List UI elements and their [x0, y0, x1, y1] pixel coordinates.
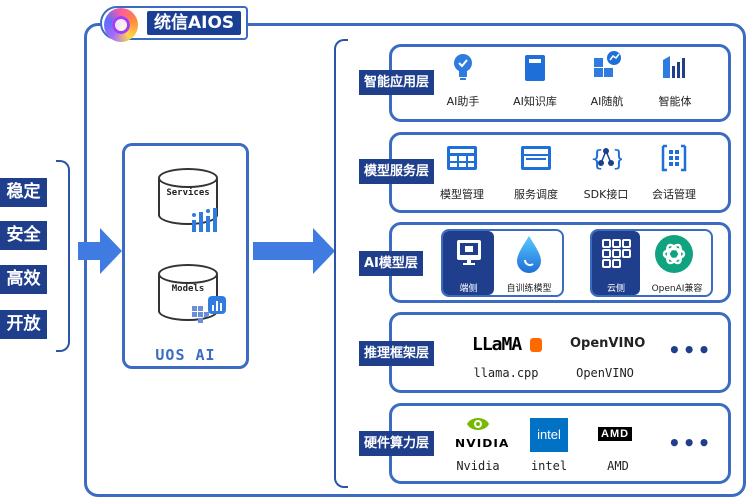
service-item-model-mgmt: 模型管理 — [440, 188, 484, 201]
aios-logo-ring-icon — [112, 16, 130, 34]
app-item-assistant: AI助手 — [446, 95, 480, 108]
openai-icon — [655, 235, 693, 273]
hardware-item-nvidia: Nvidia — [456, 459, 500, 473]
droplet-icon — [517, 236, 541, 273]
framework-item-openvino: OpenVINO — [576, 366, 634, 380]
llama-logo-icon — [530, 338, 542, 352]
nvidia-logo: NVIDIA — [455, 437, 510, 450]
session-management-icon — [661, 144, 687, 172]
models-label: Models — [171, 284, 205, 294]
pillar-efficient: 高效 — [0, 265, 47, 294]
framework-item-llama: llama.cpp — [473, 366, 539, 380]
models-cylinder-top — [158, 264, 218, 284]
uos-ai-box — [122, 143, 249, 369]
edge-tile-label: 端侧 — [459, 284, 478, 294]
service-layer-label: 模型服务层 — [359, 159, 435, 184]
hardware-layer-label: 硬件算力层 — [359, 431, 435, 456]
hardware-more: ••• — [668, 431, 713, 455]
pillar-stable: 稳定 — [0, 178, 47, 207]
svg-text:}: } — [612, 147, 622, 172]
models-grid-icon — [192, 296, 226, 323]
page-title: 统信AIOS — [147, 11, 242, 35]
amd-logo: AMD — [598, 427, 633, 441]
cloud-tile-label: 云侧 — [606, 284, 625, 294]
right-bracket — [334, 39, 348, 488]
cloud-model-group — [590, 229, 713, 297]
navigation-icon — [594, 51, 621, 77]
hardware-item-amd: AMD — [607, 459, 629, 473]
arrow-head-icon — [313, 228, 335, 274]
llama-logo: LLaMA — [472, 334, 522, 355]
app-item-knowledge: AI知识库 — [513, 95, 557, 108]
cloud-item-label: OpenAI兼容 — [651, 284, 703, 294]
service-item-session: 会话管理 — [652, 188, 696, 201]
sdk-interface-icon: { } — [590, 147, 622, 172]
edge-item-label: 自训练模型 — [506, 284, 552, 294]
cloud-tile — [592, 231, 640, 295]
service-item-dispatch: 服务调度 — [514, 188, 558, 201]
uos-ai-label: UOS AI — [155, 346, 216, 364]
left-bracket — [56, 160, 70, 352]
app-item-agent: 智能体 — [658, 95, 692, 108]
openvino-logo: OpenVINO — [570, 336, 646, 351]
pillar-open: 开放 — [0, 310, 47, 339]
arrow-right-icon — [253, 242, 313, 260]
pillar-secure: 安全 — [0, 221, 47, 250]
intel-logo: intel — [530, 418, 568, 452]
cloud-network-icon — [602, 239, 631, 268]
service-dispatch-icon — [521, 146, 551, 170]
framework-more: ••• — [668, 338, 713, 362]
book-icon — [525, 55, 545, 81]
services-label: Services — [166, 188, 210, 198]
model-layer-label: AI模型层 — [359, 251, 423, 276]
edge-model-group — [441, 229, 564, 297]
nvidia-eye-icon — [467, 418, 489, 430]
hardware-item-intel: intel — [530, 459, 568, 473]
monitor-icon — [457, 240, 481, 265]
aios-frame — [84, 23, 746, 497]
arrow-head-icon — [100, 228, 122, 274]
services-cylinder-top — [158, 168, 218, 188]
services-bars-icon — [192, 208, 217, 232]
app-item-companion: AI随航 — [590, 95, 624, 108]
service-item-sdk: SDK接口 — [583, 188, 629, 201]
agent-chart-icon — [663, 56, 685, 78]
arrow-right-icon — [78, 242, 100, 260]
model-management-icon — [447, 146, 477, 170]
framework-layer-label: 推理框架层 — [359, 341, 435, 366]
lightbulb-icon — [454, 54, 472, 80]
app-layer-label: 智能应用层 — [359, 70, 435, 95]
